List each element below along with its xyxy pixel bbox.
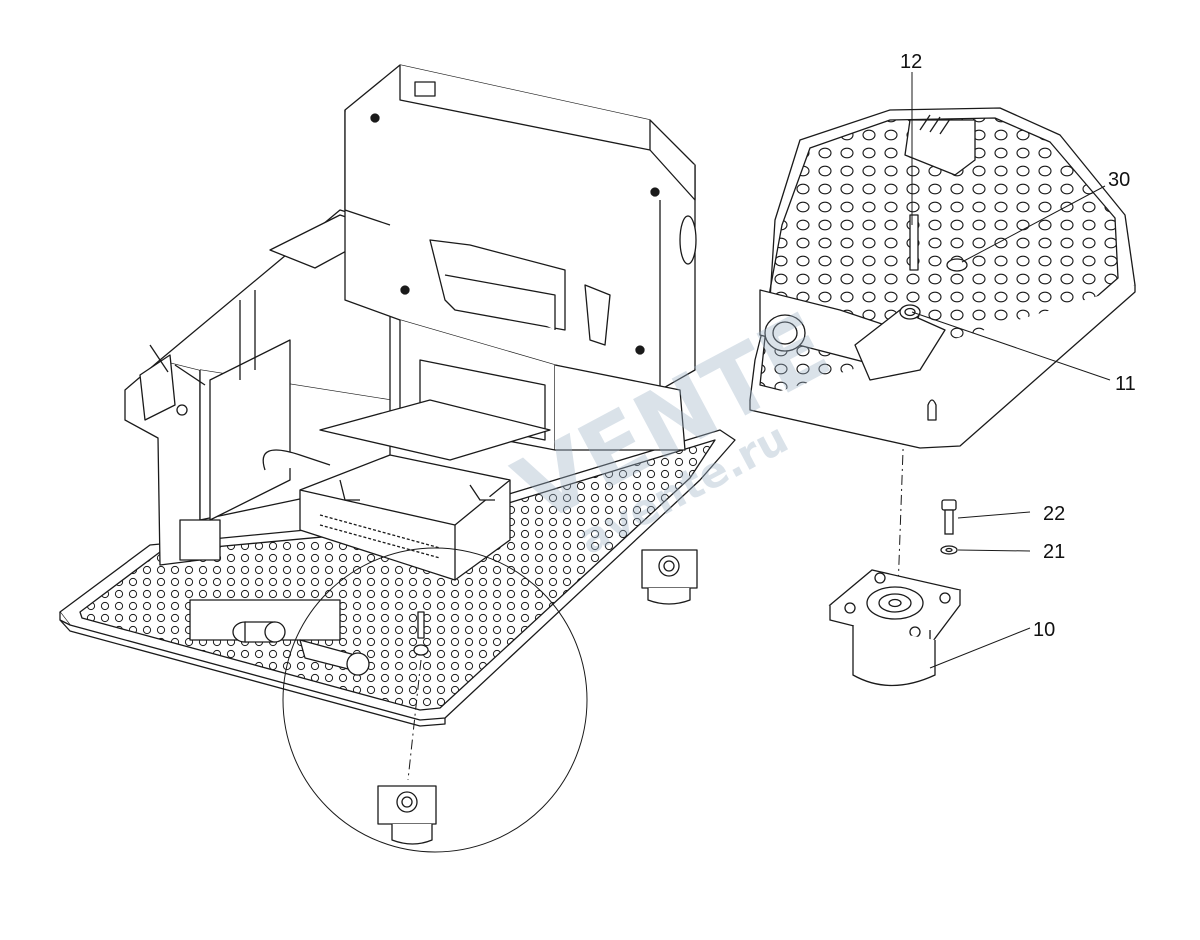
callout-11: 11	[1115, 373, 1136, 395]
vibration-mount-10	[828, 569, 962, 687]
electronics-box	[262, 449, 511, 581]
inner-frame	[319, 320, 686, 461]
axis-line-left	[407, 659, 422, 781]
leader-lines	[911, 72, 1111, 669]
base-plate	[59, 429, 736, 727]
perforated-platform	[749, 107, 1136, 449]
main-assembly	[59, 64, 736, 845]
pipes	[189, 599, 370, 676]
callout-10: 10	[1033, 619, 1055, 641]
detail-parts	[828, 499, 962, 687]
callouts: 12 30 11 22 21 10	[900, 51, 1136, 641]
axis-line-right	[897, 394, 906, 591]
callout-12: 12	[900, 51, 922, 73]
bolt-22	[941, 499, 957, 535]
washer-21	[940, 545, 958, 555]
plate-bolt	[413, 611, 429, 656]
callout-21: 21	[1043, 541, 1065, 563]
callout-22: 22	[1043, 503, 1065, 525]
callout-30: 30	[1108, 169, 1130, 191]
foot-mount-detail	[377, 785, 437, 845]
foot-mount-right	[641, 549, 698, 605]
detail-circle	[282, 547, 588, 853]
rear-enclosure	[344, 64, 697, 391]
